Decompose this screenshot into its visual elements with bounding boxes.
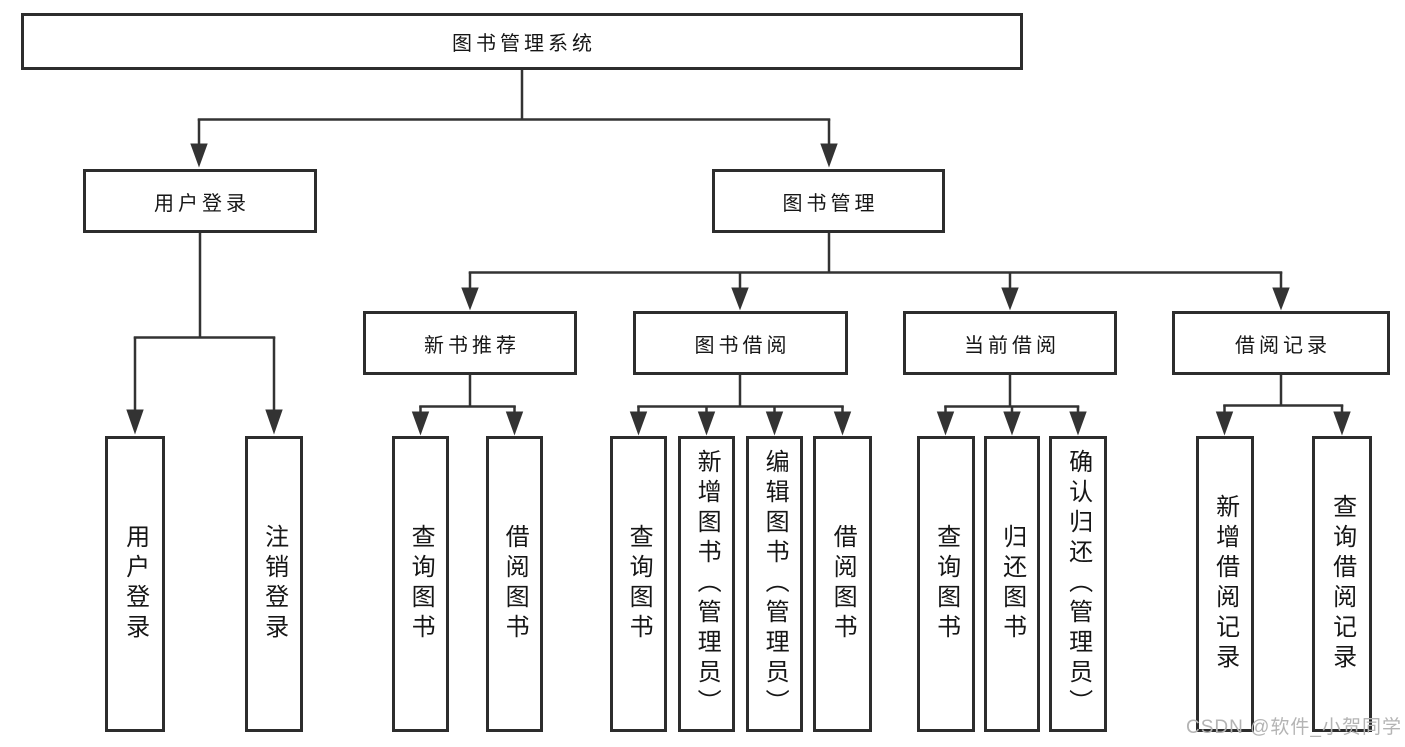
leaf-logout-label: 注销登录 xyxy=(260,524,288,644)
leaf-edit-books-admin: 编辑图书（管理员） xyxy=(746,436,803,732)
leaf-user-login: 用户登录 xyxy=(105,436,165,732)
node-library-management-system: 图书管理系统 xyxy=(21,13,1023,70)
leaf-return-books-label: 归还图书 xyxy=(998,524,1026,644)
leaf-add-borrow-record-label: 新增借阅记录 xyxy=(1211,494,1239,674)
leaf-add-books-admin: 新增图书（管理员） xyxy=(678,436,735,732)
leaf-borrow-books-borrow-label: 借阅图书 xyxy=(829,524,857,644)
leaf-borrow-books-borrow: 借阅图书 xyxy=(813,436,872,732)
node-borrowing-records: 借阅记录 xyxy=(1172,311,1390,375)
leaf-confirm-return-admin-label: 确认归还（管理员） xyxy=(1064,449,1092,719)
leaf-borrow-books-recommend-label: 借阅图书 xyxy=(501,524,529,644)
leaf-add-borrow-record: 新增借阅记录 xyxy=(1196,436,1254,732)
leaf-return-books: 归还图书 xyxy=(984,436,1040,732)
leaf-logout: 注销登录 xyxy=(245,436,303,732)
leaf-query-books-current-label: 查询图书 xyxy=(932,524,960,644)
node-new-book-recommend: 新书推荐 xyxy=(363,311,577,375)
node-book-borrowing: 图书借阅 xyxy=(633,311,848,375)
leaf-confirm-return-admin: 确认归还（管理员） xyxy=(1049,436,1107,732)
leaf-query-books-borrow: 查询图书 xyxy=(610,436,667,732)
node-user-login: 用户登录 xyxy=(83,169,317,233)
leaf-user-login-label: 用户登录 xyxy=(121,524,149,644)
leaf-borrow-books-recommend: 借阅图书 xyxy=(486,436,543,732)
leaf-query-books-recommend-label: 查询图书 xyxy=(407,524,435,644)
node-current-borrowing: 当前借阅 xyxy=(903,311,1117,375)
csdn-watermark: CSDN @软件_小贺同学 xyxy=(1186,717,1402,738)
leaf-query-borrow-record: 查询借阅记录 xyxy=(1312,436,1372,732)
leaf-query-borrow-record-label: 查询借阅记录 xyxy=(1328,494,1356,674)
leaf-query-books-current: 查询图书 xyxy=(917,436,975,732)
leaf-query-books-borrow-label: 查询图书 xyxy=(625,524,653,644)
leaf-edit-books-admin-label: 编辑图书（管理员） xyxy=(761,449,789,719)
leaf-query-books-recommend: 查询图书 xyxy=(392,436,449,732)
leaf-add-books-admin-label: 新增图书（管理员） xyxy=(693,449,721,719)
node-book-management: 图书管理 xyxy=(712,169,945,233)
